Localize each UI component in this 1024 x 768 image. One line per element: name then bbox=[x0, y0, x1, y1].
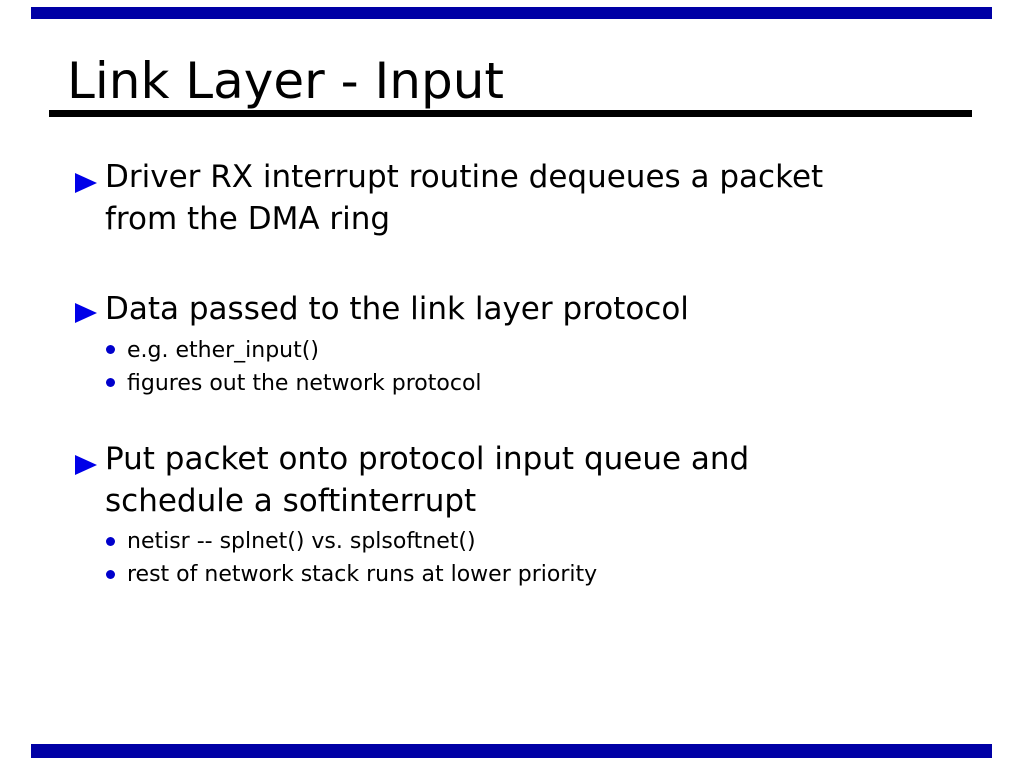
sub-bullet-dot-icon bbox=[106, 378, 115, 387]
sub-bullet-dot-icon bbox=[106, 537, 115, 546]
bullet-triangle-icon bbox=[75, 455, 97, 475]
bullet-item-3: Put packet onto protocol input queue and… bbox=[105, 438, 749, 522]
slide-title: Link Layer - Input bbox=[67, 52, 504, 110]
bullet-line: Data passed to the link layer protocol bbox=[105, 291, 689, 327]
sub-bullet-list-3: netisr -- splnet() vs. splsoftnet() rest… bbox=[127, 525, 597, 591]
bottom-bar bbox=[31, 744, 992, 758]
bullet-line: schedule a softinterrupt bbox=[105, 483, 477, 519]
sub-bullet-list-2: e.g. ether_input() figures out the netwo… bbox=[127, 334, 482, 400]
bullet-item-1: Driver RX interrupt routine dequeues a p… bbox=[105, 156, 823, 240]
sub-bullet-line: netisr -- splnet() vs. splsoftnet() bbox=[127, 529, 476, 554]
sub-bullet-dot-icon bbox=[106, 345, 115, 354]
top-bar bbox=[31, 7, 992, 19]
bullet-line: from the DMA ring bbox=[105, 201, 391, 237]
bullet-line: Driver RX interrupt routine dequeues a p… bbox=[105, 159, 824, 195]
bullet-triangle-icon bbox=[75, 173, 97, 193]
sub-bullet-dot-icon bbox=[106, 570, 115, 579]
sub-bullet-line: figures out the network protocol bbox=[127, 371, 482, 396]
bullet-line: Put packet onto protocol input queue and bbox=[105, 441, 750, 477]
sub-bullet-line: e.g. ether_input() bbox=[127, 338, 319, 363]
bullet-item-2: Data passed to the link layer protocol bbox=[105, 288, 689, 330]
sub-bullet-line: rest of network stack runs at lower prio… bbox=[127, 562, 598, 587]
title-underline bbox=[49, 110, 972, 117]
bullet-triangle-icon bbox=[75, 303, 97, 323]
